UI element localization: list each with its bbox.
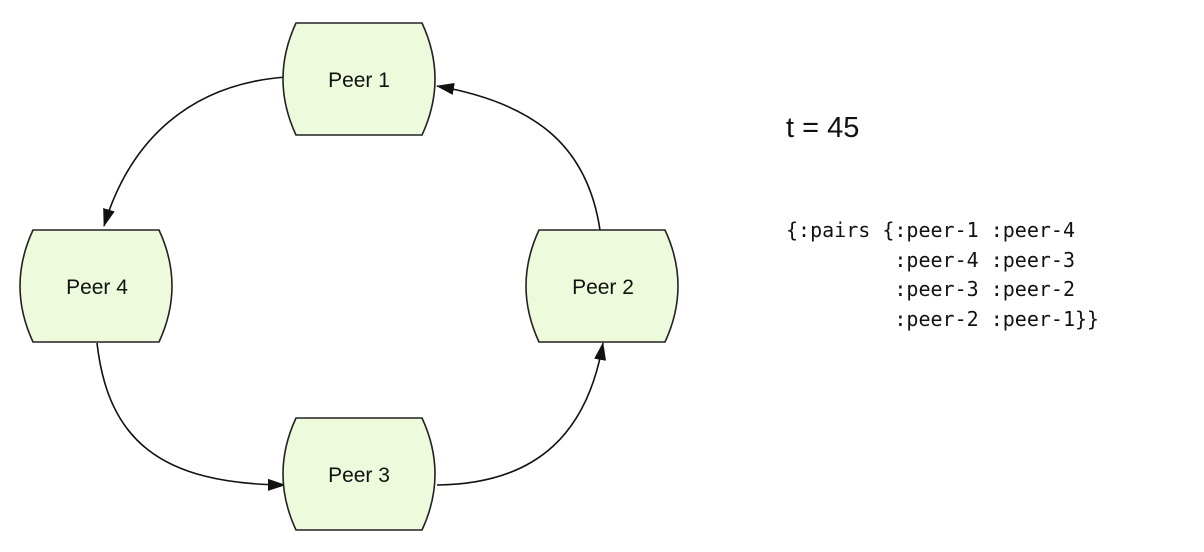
node-shape — [525, 229, 679, 343]
node-label: Peer 3 — [328, 464, 390, 487]
node-shape — [282, 417, 436, 531]
edge-peer-2-to-peer-1 — [436, 83, 601, 231]
node-peer-4: Peer 4 — [19, 229, 173, 343]
node-peer-2: Peer 2 — [525, 229, 679, 343]
time-label: t = 45 — [786, 112, 860, 144]
edge-peer-4-to-peer-3 — [96, 342, 286, 491]
node-shape — [19, 229, 173, 343]
pairs-code-block: {:pairs {:peer-1 :peer-4 :peer-4 :peer-3… — [786, 218, 1100, 331]
edge-peer-1-to-peer-4 — [103, 76, 287, 227]
edges — [96, 76, 607, 491]
node-label: Peer 2 — [572, 276, 634, 299]
node-shape — [282, 22, 436, 136]
node-peer-1: Peer 1 — [282, 22, 436, 136]
node-label: Peer 4 — [66, 276, 128, 299]
edge-peer-3-to-peer-2 — [436, 342, 607, 486]
node-label: Peer 1 — [328, 69, 390, 92]
node-peer-3: Peer 3 — [282, 417, 436, 531]
